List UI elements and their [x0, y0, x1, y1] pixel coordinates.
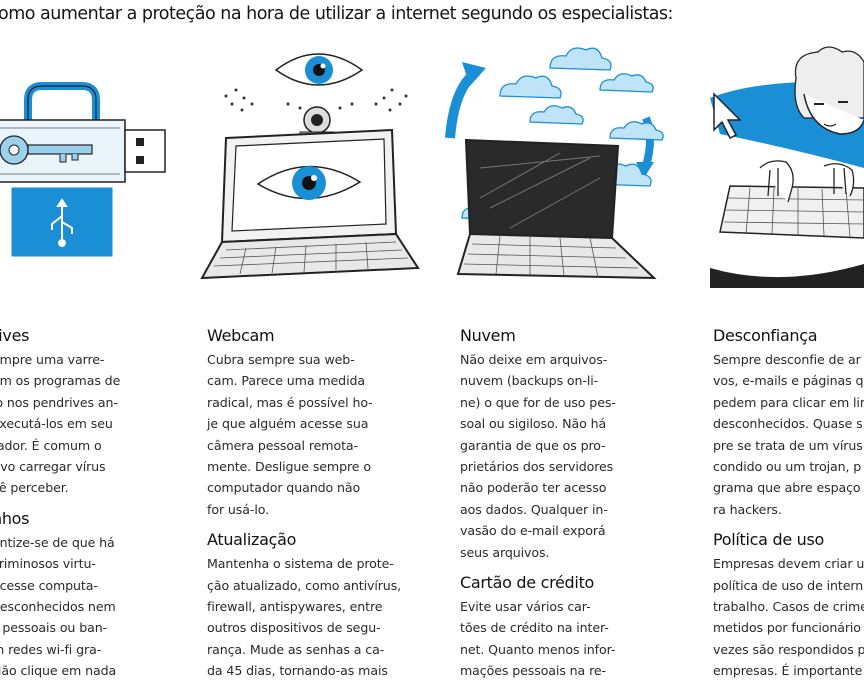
section-heading-atualizacao: Atualização	[207, 530, 297, 550]
section-heading-pendrives: rives	[0, 326, 30, 345]
column-desconfianca: Desconfiança Sempre desconfie de ar vos,…	[713, 326, 864, 682]
section-body-desconfianca: Sempre desconfie de ar vos, e-mails e pá…	[713, 352, 864, 517]
usb-key-lock-illustration	[0, 38, 230, 288]
column-nuvem: Nuvem Não deixe em arquivos- nuvem (back…	[460, 326, 695, 682]
section-body-atualizacao: Mantenha o sistema de prote- ção atualiz…	[207, 556, 402, 679]
section-heading-cartao: Cartão de crédito	[460, 573, 595, 593]
section-body-pendrives: empre uma varre- om os programas de io n…	[0, 352, 121, 496]
section-body-nuvem: Não deixe em arquivos- nuvem (backups on…	[460, 352, 616, 560]
hacker-keyboard-cursor-illustration	[700, 38, 864, 288]
section-body-cartao: Evite usar vários car- tões de crédito n…	[460, 599, 616, 679]
section-heading-webcam: Webcam	[207, 326, 275, 345]
section-body-webcam: Cubra sempre sua web- cam. Parece uma me…	[207, 352, 373, 517]
column-webcam: Webcam Cubra sempre sua web- cam. Parece…	[207, 326, 442, 682]
section-body-wifi: entize-se de que há criminosos virtu- ac…	[0, 534, 117, 679]
section-heading-nuvem: Nuvem	[460, 326, 516, 345]
cloud-laptop-illustration	[440, 38, 680, 288]
section-heading-desconfianca: Desconfiança	[713, 326, 818, 345]
column-pendrives: rives empre uma varre- om os programas d…	[0, 326, 227, 682]
section-heading-wifi: nhos	[0, 508, 30, 528]
webcam-laptop-eye-illustration	[196, 38, 436, 288]
section-heading-politica: Política de uso	[713, 530, 825, 550]
section-body-politica: Empresas devem criar u política de uso d…	[713, 556, 864, 679]
page-title: omo aumentar a proteção na hora de utili…	[0, 4, 673, 24]
